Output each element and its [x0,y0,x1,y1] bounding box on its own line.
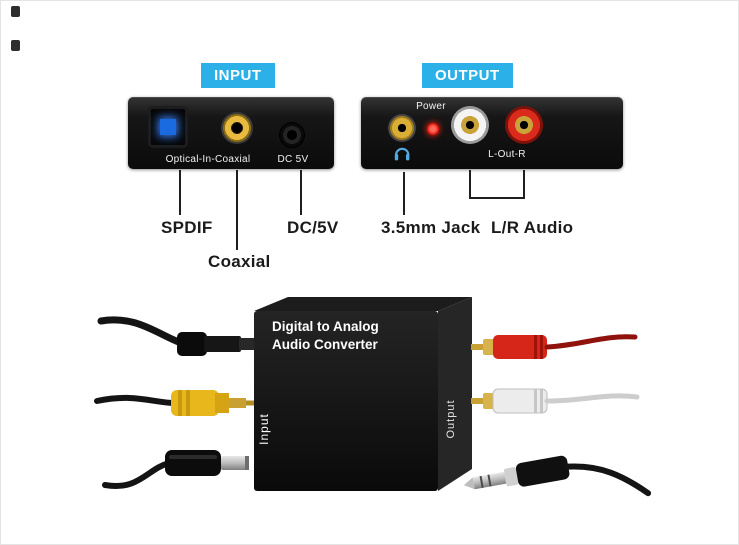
headphone-icon [394,147,410,161]
l-out-r-label: L-Out-R [488,149,526,160]
callout-jack: 3.5mm Jack [381,218,481,237]
coaxial-port-icon [221,112,253,144]
rca-jack-right-icon [505,106,543,144]
input-ports-label: Optical-In-Coaxial [165,154,251,165]
dc-port-label: DC 5V [277,154,309,165]
corner-mark-2 [11,40,20,51]
rca-red-cable [471,334,638,359]
product-output-side-label: Output [445,399,457,438]
output-badge: OUTPUT [422,63,513,88]
dc-port-icon [279,122,305,148]
callout-dc: DC/5V [287,218,339,237]
optical-cable [97,316,255,356]
product-photo: Digital to Analog Audio Converter Input … [94,297,652,497]
callout-coaxial: Coaxial [208,252,271,271]
aux-cable [463,455,652,497]
coaxial-cable [94,390,255,416]
callout-line-jack [403,172,405,215]
product-title-line2: Audio Converter [272,337,379,352]
callout-bracket-left [469,170,471,199]
optical-lens [160,119,176,135]
optical-port-icon [148,106,188,148]
rca-plug-pin [229,398,246,408]
callout-line-spdif [179,170,181,215]
callout-lr: L/R Audio [491,218,574,237]
optical-plug-tip [239,338,255,350]
input-panel: Optical-In-Coaxial DC 5V [128,97,334,169]
aux-port-icon [388,114,416,142]
callout-bracket-right [523,170,525,199]
product-input-side-label: Input [257,413,271,445]
rca-white-cable [471,388,640,414]
power-label: Power [416,101,446,112]
output-panel: Power L-Out-R [361,97,623,169]
callout-line-dc [300,170,302,215]
product-title-line1: Digital to Analog [272,319,379,334]
callout-bracket-bar [469,197,525,199]
dc-cable [102,450,249,490]
power-led [427,123,439,135]
rca-jack-left-icon [451,106,489,144]
callout-line-coaxial [236,170,238,250]
input-badge: INPUT [201,63,275,88]
converter-box: Digital to Analog Audio Converter Input … [254,297,472,491]
callout-spdif: SPDIF [161,218,213,237]
corner-mark-1 [11,6,20,17]
dc-plug-barrel [221,456,249,470]
